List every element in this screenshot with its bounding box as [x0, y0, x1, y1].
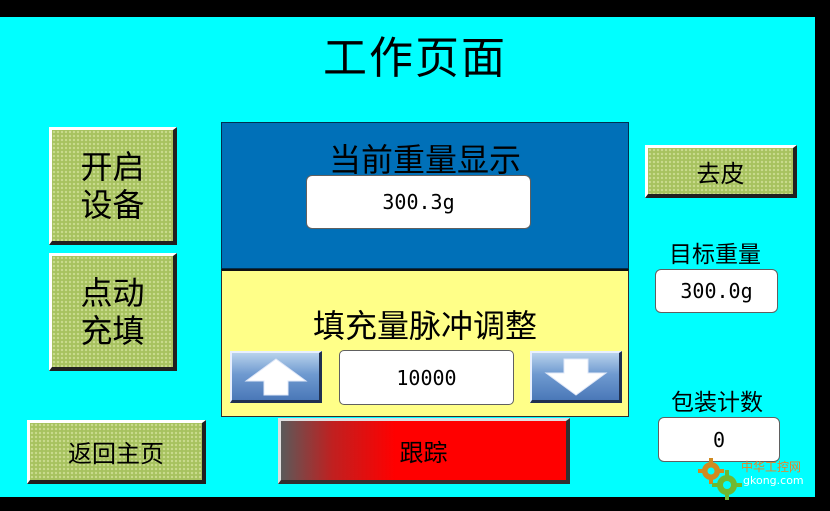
jog-fill-label: 点动 充填 — [80, 273, 145, 350]
arrow-down-icon — [543, 358, 608, 396]
tare-label: 去皮 — [696, 159, 745, 188]
gear-logo-icon — [698, 458, 742, 500]
package-count-value: 0 — [658, 417, 780, 462]
increase-button[interactable] — [230, 351, 322, 403]
package-count-label: 包装计数 — [671, 390, 763, 416]
target-weight-value[interactable]: 300.0g — [655, 269, 778, 313]
track-button[interactable]: 跟踪 — [278, 418, 570, 484]
watermark-url: gkong.com — [743, 474, 804, 487]
pulse-value-field[interactable]: 10000 — [339, 350, 514, 405]
tare-button[interactable]: 去皮 — [645, 145, 797, 198]
target-weight-label: 目标重量 — [669, 242, 761, 268]
watermark: 中华工控网 gkong.com — [695, 455, 825, 505]
current-weight-title: 当前重量显示 — [328, 141, 521, 179]
current-weight-panel: 当前重量显示 300.3g — [221, 122, 629, 269]
decrease-button[interactable] — [530, 351, 622, 403]
return-home-label: 返回主页 — [68, 440, 164, 468]
watermark-name: 中华工控网 — [741, 460, 802, 474]
arrow-up-icon — [243, 357, 308, 395]
return-home-button[interactable]: 返回主页 — [27, 420, 206, 484]
track-label: 跟踪 — [399, 439, 448, 467]
start-device-label: 开启 设备 — [80, 147, 145, 224]
jog-fill-button[interactable]: 点动 充填 — [49, 253, 177, 371]
start-device-button[interactable]: 开启 设备 — [49, 127, 177, 245]
page-title: 工作页面 — [323, 33, 507, 84]
current-weight-value: 300.3g — [306, 175, 531, 229]
pulse-adjust-title: 填充量脉冲调整 — [312, 307, 537, 345]
